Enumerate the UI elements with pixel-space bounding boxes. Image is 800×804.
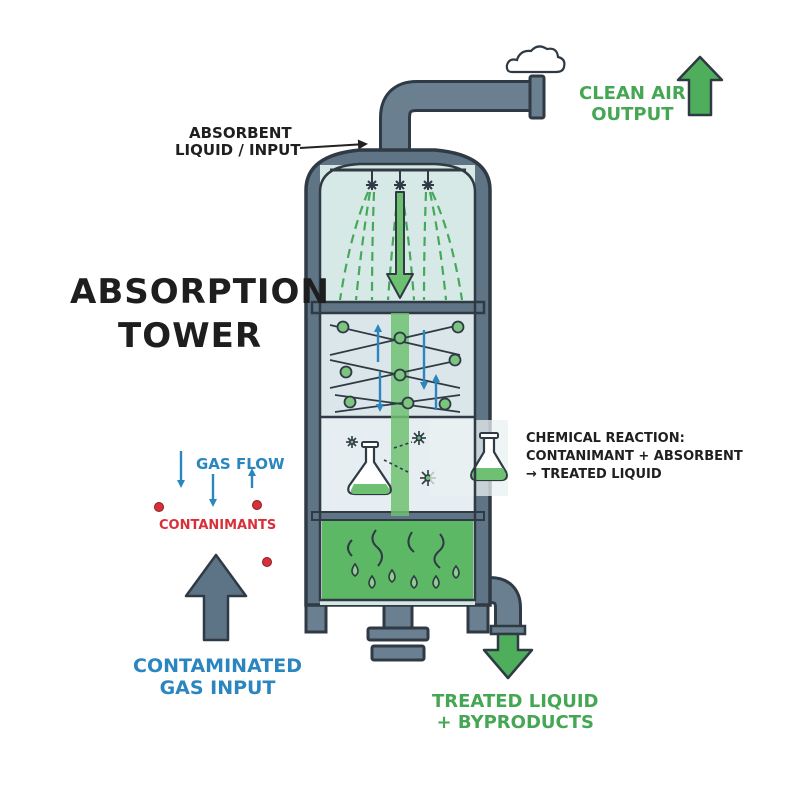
clean-air-label: CLEAN AIR OUTPUT — [579, 83, 686, 125]
liquid-droplets — [351, 562, 460, 589]
chemical-reaction-label: CHEMICAL REACTION: CONTANIMANT + ABSORBE… — [526, 430, 743, 485]
output-pipe — [379, 74, 546, 160]
chemical-reaction-line-1: CHEMICAL REACTION: — [526, 431, 685, 446]
contaminated-gas-line-2: GAS INPUT — [159, 676, 276, 699]
gas-flow-label: GAS FLOW — [196, 455, 285, 473]
arrow-up-icon — [676, 55, 724, 117]
contaminated-gas-line-1: CONTAMINATED — [133, 655, 303, 677]
treated-liquid-label: TREATED LIQUID + BYPRODUCTS — [432, 691, 599, 733]
spray-nozzle-icon — [366, 170, 434, 190]
liquid-bubbles — [347, 529, 445, 569]
page-title: ABSORPTION TOWER — [70, 270, 330, 358]
arrow-down-icon — [482, 632, 534, 680]
title-line-2: TOWER — [118, 316, 263, 357]
chemical-reaction-line-2: CONTANIMANT + ABSORBENT — [526, 449, 743, 465]
gas-counterflow-arrows — [374, 324, 440, 412]
packing-spheres — [336, 320, 465, 411]
clean-air-line-1: CLEAN AIR — [579, 83, 686, 104]
absorbent-flow-arrow — [386, 191, 414, 299]
contaminated-gas-arrow — [184, 553, 248, 642]
treated-liquid-line-1: TREATED LIQUID — [432, 691, 599, 712]
absorbent-input-label: ABSORBENT LIQUID / INPUT — [175, 124, 301, 160]
reaction-flask-left — [347, 441, 392, 496]
contaminated-gas-label: CONTAMINATED GAS INPUT — [133, 655, 303, 700]
absorbent-input-pointer — [299, 139, 368, 150]
liquid-pool — [322, 516, 473, 600]
contaminants-label: CONTANIMANTS — [159, 518, 277, 533]
absorbent-input-line-1: ABSORBENT — [189, 124, 292, 142]
divider-plate-upper — [310, 300, 486, 315]
absorbent-input-line-2: LIQUID / INPUT — [175, 141, 301, 160]
tower-base — [304, 596, 490, 662]
title-line-1: ABSORPTION — [70, 272, 330, 312]
clean-air-line-2: OUTPUT — [591, 103, 674, 125]
spray-droplets — [338, 191, 464, 301]
flask-icon — [470, 432, 508, 482]
chemical-reaction-line-3: → TREATED LIQUID — [526, 467, 662, 483]
cloud-icon — [505, 45, 566, 74]
gas-flow-arrows — [177, 451, 256, 507]
contaminant-particles — [154, 500, 272, 567]
treated-liquid-line-2: + BYPRODUCTS — [436, 711, 594, 733]
